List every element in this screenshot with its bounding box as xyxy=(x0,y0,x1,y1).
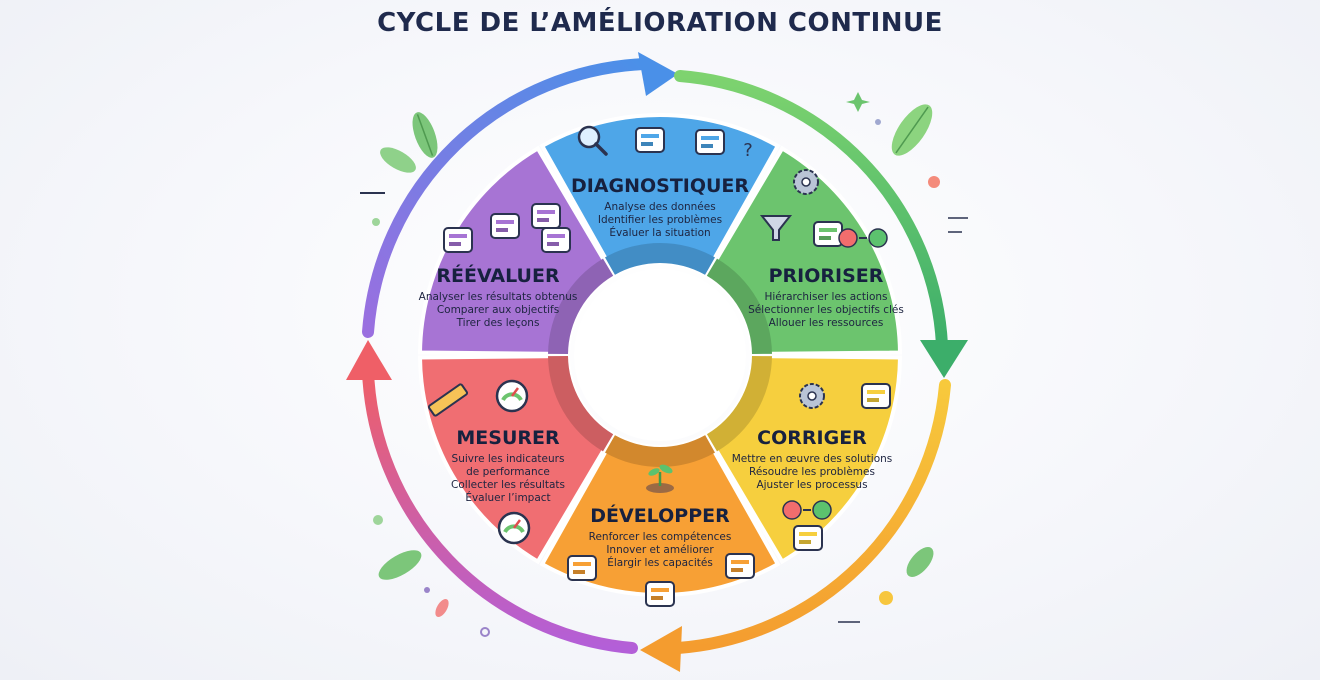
dot-decoration xyxy=(373,515,383,525)
segment-title: MESURER xyxy=(456,427,560,449)
segment-title: DIAGNOSTIQUER xyxy=(571,175,749,197)
segment-line: Élargir les capacités xyxy=(607,556,713,569)
segment-line: Mettre en œuvre des solutions xyxy=(732,453,893,465)
segment-line: Suivre les indicateurs xyxy=(452,453,565,465)
segment-line: Ajuster les processus xyxy=(756,479,867,491)
segment-line: Évaluer l’impact xyxy=(465,491,550,504)
arrow-top-head xyxy=(638,52,678,96)
segment-line: Allouer les ressources xyxy=(769,317,884,329)
diagram-title: CYCLE DE L’AMÉLIORATION CONTINUE xyxy=(377,8,943,38)
segment-wedge xyxy=(539,432,781,597)
lightbulb-blocks-icon xyxy=(725,553,755,579)
segment-reevaluer: RÉÉVALUER Analyser les résultats obtenusC… xyxy=(417,145,616,357)
gauge-icon xyxy=(495,379,529,413)
cycle-arrows xyxy=(346,52,968,672)
decorations xyxy=(360,92,968,637)
svg-text:?: ? xyxy=(743,140,753,161)
refresh-icon xyxy=(541,227,571,253)
magnifier-icon xyxy=(577,125,608,156)
chart-icon xyxy=(695,129,725,155)
segment-line: Évaluer la situation xyxy=(609,226,710,239)
segment-line: Sélectionner les objectifs clés xyxy=(748,304,904,316)
report-icon xyxy=(635,127,665,153)
speech-bubble-icon xyxy=(531,203,561,229)
segment-line: Hiérarchiser les actions xyxy=(764,291,887,303)
cross-to-check-icon xyxy=(782,500,832,520)
segment-inner-band xyxy=(548,355,614,452)
segment-title: DÉVELOPPER xyxy=(590,504,730,527)
arrow-top xyxy=(362,58,651,338)
segment-title: RÉÉVALUER xyxy=(436,264,560,287)
segment-line: Résoudre les problèmes xyxy=(749,466,875,478)
leaf-icon xyxy=(380,147,416,173)
tools-icon xyxy=(861,383,891,409)
segment-title: PRIORISER xyxy=(769,265,884,287)
question-mark-icon: ? xyxy=(743,140,753,161)
segment-line: Analyser les résultats obtenus xyxy=(419,291,578,303)
segment-line: Analyse des données xyxy=(604,201,715,213)
leaf-icon xyxy=(412,112,438,158)
person-growth-icon xyxy=(567,555,597,581)
leaf-icon xyxy=(378,550,422,580)
dot-decoration xyxy=(372,218,380,226)
dot-decoration xyxy=(875,119,881,125)
sparkle-icon xyxy=(846,92,870,112)
segments-layer: ? DIAGNOSTIQUER Analyse des donnéesIdentif… xyxy=(417,113,904,607)
dot-decoration xyxy=(879,591,893,605)
arrow-right-head xyxy=(920,340,968,378)
segment-diagnostiquer: ? DIAGNOSTIQUER Analyse des donnéesIdentif… xyxy=(539,113,781,278)
thumbs-up-icon xyxy=(645,581,675,607)
arrow-bottom-head xyxy=(640,626,682,672)
presentation-icon xyxy=(490,213,520,239)
leaf-icon xyxy=(435,598,449,618)
sprout-icon xyxy=(646,464,674,493)
compass-icon xyxy=(497,511,531,545)
center-hub xyxy=(574,269,746,441)
segment-line: Comparer aux objectifs xyxy=(437,304,559,316)
arrow-icon xyxy=(443,227,473,253)
leaf-icon xyxy=(891,104,933,156)
gear-icon xyxy=(793,169,819,195)
funnel-icon xyxy=(759,215,793,241)
arrow-bottom xyxy=(672,379,951,654)
segment-line: Collecter les résultats xyxy=(451,479,565,491)
segment-inner-band xyxy=(548,258,614,355)
dot-decoration xyxy=(480,627,490,637)
dot-decoration xyxy=(424,587,430,593)
dot-decoration xyxy=(928,176,940,188)
leaf-icon xyxy=(906,547,934,577)
segment-line: Identifier les problèmes xyxy=(598,214,722,226)
checklist-icon xyxy=(838,228,888,248)
ruler-icon xyxy=(427,383,469,417)
arrow-left-head xyxy=(346,340,392,380)
segment-title: CORRIGER xyxy=(757,427,867,449)
segment-inner-band xyxy=(706,258,772,355)
segment-developper: DÉVELOPPER Renforcer les compétencesInnov… xyxy=(539,432,781,607)
segment-line: Tirer des leçons xyxy=(456,317,540,329)
gear-wrench-icon xyxy=(799,383,825,409)
arrow-left xyxy=(362,366,638,654)
segment-inner-band xyxy=(605,435,715,468)
arrow-right xyxy=(674,70,948,351)
segment-inner-band xyxy=(706,355,772,452)
segment-prioriser: PRIORISER Hiérarchiser les actionsSélecti… xyxy=(704,145,904,357)
segment-line: Renforcer les compétences xyxy=(589,531,732,543)
segment-corriger: CORRIGER Mettre en œuvre des solutionsRés… xyxy=(704,353,903,565)
bandage-icon xyxy=(793,525,823,551)
blocks-icon xyxy=(813,221,843,247)
segment-line: Innover et améliorer xyxy=(606,544,714,556)
segment-line: de performance xyxy=(466,466,550,478)
segment-inner-band xyxy=(605,243,715,275)
